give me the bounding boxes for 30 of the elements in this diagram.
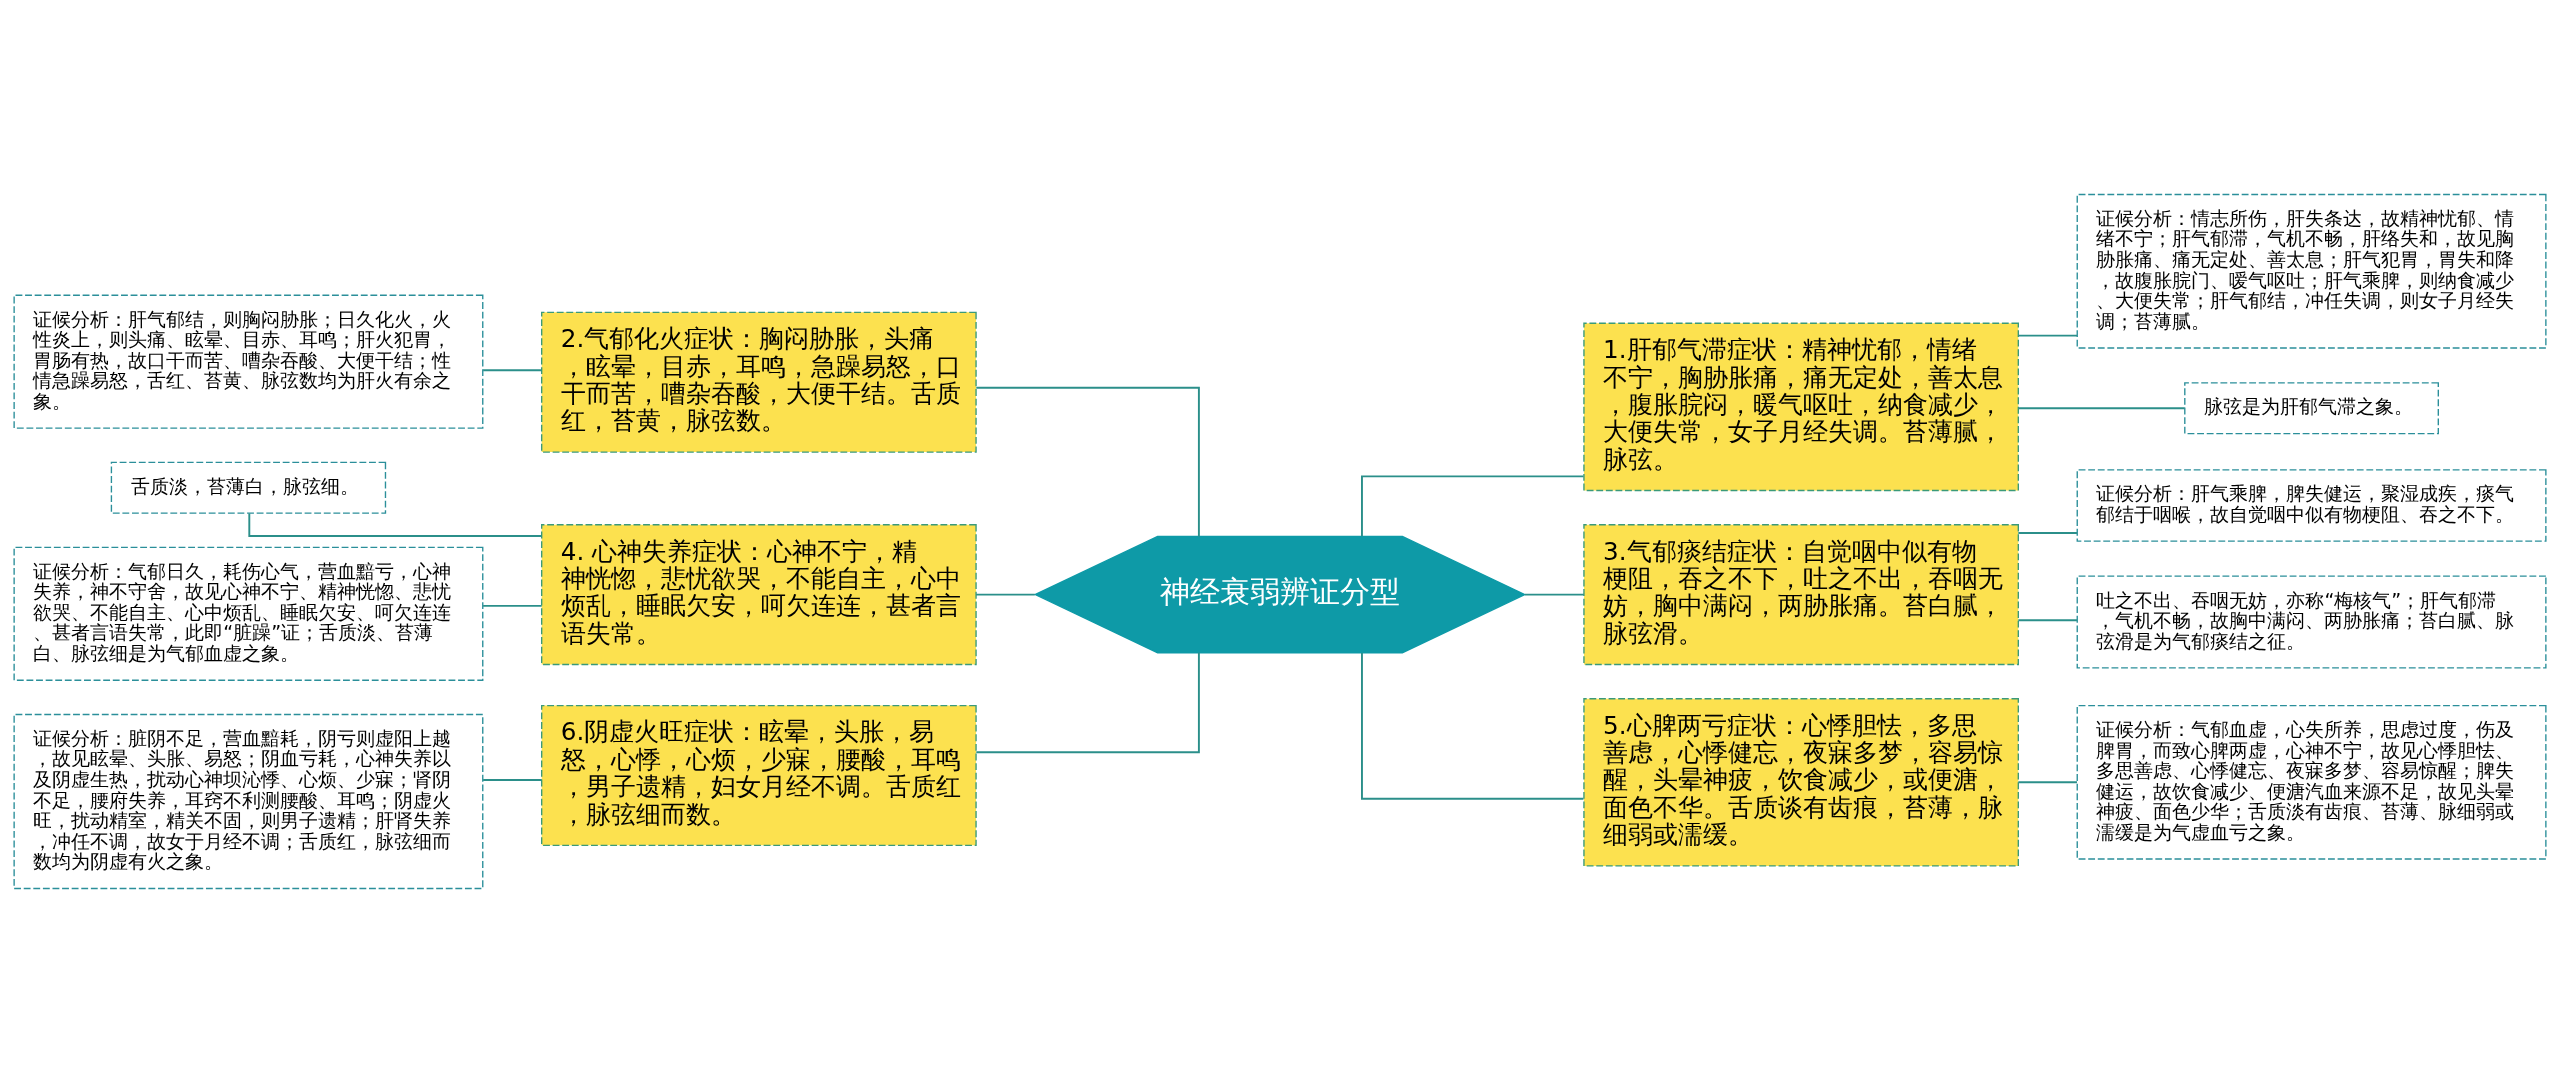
connector <box>482 778 543 781</box>
connector <box>2017 334 2078 337</box>
node-box: 脉弦是为肝郁气滞之象。 <box>2184 381 2439 434</box>
node-box: 6.阴虚火旺症状：眩晕，头胀，易怒，心悸，心烦，少寐，腰酸，耳鸣，男子遗精，妇女月经不调。舌质红，脉弦细而数。 <box>541 704 977 846</box>
node-box: 2.气郁化火症状：胸闷胁胀，头痛，眩晕，目赤，耳鸣，急躁易怒，口干而苦，嘈杂吞酸，大便干结。舌质红，苔黄，脉弦数。 <box>541 311 977 453</box>
node-box: 证候分析：情志所伤，肝失条达，故精神忧郁、情绪不宁；肝气郁滞，气机不畅，肝络失和，故见胸胁胀痛、痛无定处、善太息；肝气犯胃，胃失和降，故腹胀脘门、嗳气呕吐；肝气乘脾，则纳食减少、大便失常；肝气郁结，冲任失调，则女子月经失调；苔薄腻。 <box>2076 193 2547 349</box>
connector <box>2017 406 2186 409</box>
node-box: 证候分析：气郁日久，耗伤心气，营血黯亏，心神失养，神不守舍，故见心神不宁、精神恍惚、悲忧欲哭、不能自主、心中烦乱、睡眠欠安、呵欠连连、甚者言语失常，此即“脏躁”证；舌质淡、苔薄白、脉弦细是为气郁血虚之象。 <box>13 546 484 681</box>
node-box: 证候分析：肝气乘脾，脾失健运，聚湿成疾，痰气郁结于咽喉，故自觉咽中似有物梗阻、吞之不下。 <box>2076 468 2547 542</box>
node-box: 3.气郁痰结症状：自觉咽中似有物梗阻，吞之不下，吐之不出，吞咽无妨，胸中满闷，两胁胀痛。苔白腻，脉弦滑。 <box>1583 523 2019 665</box>
node-box: 证候分析：脏阴不足，营血黯耗，阴亏则虚阳上越，故见眩晕、头胀、易怒；阴血亏耗，心神失养以及阴虚生热，扰动心神坝沁悸、心烦、少寐；肾阴不足，腰府失养，耳窍不利测腰酸、耳鸣；阴虚火旺，扰动精室，精关不固，则男子遗精；肝肾失养，冲任不调，故女于月经不调；舌质红，脉弦细而数均为阴虚有火之象。 <box>13 713 484 889</box>
connector <box>975 386 1200 537</box>
connector <box>2017 780 2078 783</box>
connector <box>482 604 543 607</box>
node-box: 舌质淡，苔薄白，脉弦细。 <box>110 461 387 514</box>
connector <box>1361 474 1585 537</box>
connector <box>1361 651 1585 800</box>
node-box: 5.心脾两亏症状：心悸胆怯，多思善虑，心悸健忘，夜寐多梦，容易惊醒，头晕神疲，饮食减少，或便溏，面色不华。舌质谈有齿痕，苔薄，脉细弱或濡缓。 <box>1583 697 2019 867</box>
connector <box>1523 593 1585 596</box>
node-box: 吐之不出、吞咽无妨，亦称“梅核气”；肝气郁滞，气机不畅，故胸中满闷、两胁胀痛；苔白腻、脉弦滑是为气郁痰结之征。 <box>2076 574 2547 669</box>
connector <box>975 651 1200 753</box>
node-box: 证候分析：肝气郁结，则胸闷胁胀；日久化火，火性炎上，则头痛、眩晕、目赤、耳鸣；肝火犯胃，胃肠有热，故口干而苦、嘈杂吞酸、大便干结；性情急躁易怒，舌红、苔黄、脉弦数均为肝火有余之象。 <box>13 294 484 429</box>
node-box: 证候分析：气郁血虚，心失所养，思虑过度，伤及脾胃，而致心脾两虚，心神不宁，故见心悸胆怯、多思善虑、心悸健忘、夜寐多梦、容易惊醒；脾失健运，故饮食减少、便溏汽血来源不足，故见头晕神疲、面色少华；舌质淡有齿痕、苔薄、脉细弱或濡缓是为气虚血亏之象。 <box>2076 704 2547 860</box>
connector <box>482 368 543 371</box>
node-box: 1.肝郁气滞症状：精神忧郁，情绪不宁，胸胁胀痛，痛无定处，善太息，腹胀脘闷，暖气呕吐，纳食减少，大便失常，女子月经失调。苔薄腻，脉弦。 <box>1583 322 2019 491</box>
connector <box>2017 531 2078 534</box>
node-box: 4. 心神失养症状：心神不宁，精神恍惚，悲忧欲哭，不能自主，心中烦乱，睡眠欠安，呵欠连连，甚者言语失常。 <box>541 523 977 665</box>
connector <box>248 512 543 537</box>
connector <box>975 593 1036 596</box>
connector <box>2017 618 2078 621</box>
